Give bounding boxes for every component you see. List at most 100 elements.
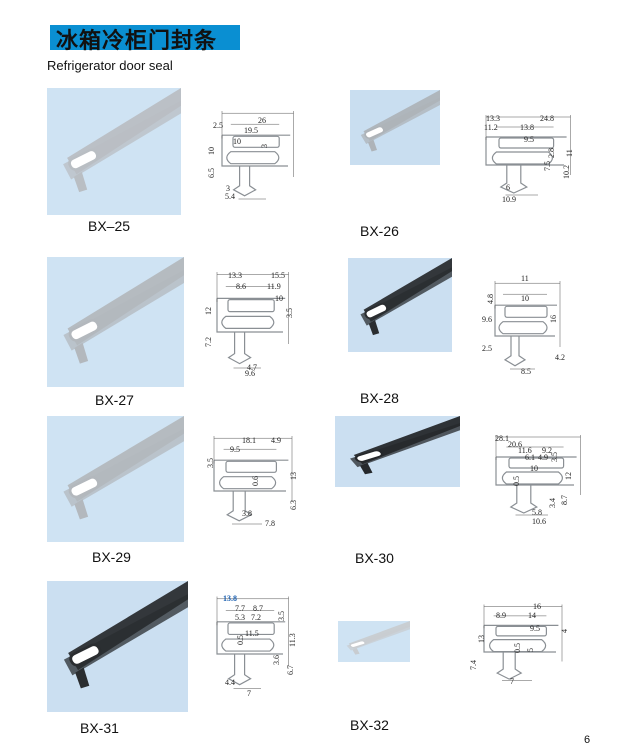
dimension-label: 3 bbox=[260, 144, 269, 148]
profile-outline bbox=[216, 272, 289, 369]
dimension-label: 7.4 bbox=[469, 660, 478, 670]
dimension-label: 0.5 bbox=[236, 635, 245, 645]
profile-outline bbox=[494, 281, 561, 370]
dimension-label: 10 bbox=[275, 294, 283, 303]
seal-photo-image bbox=[63, 416, 184, 520]
product-photo bbox=[47, 88, 181, 215]
dimension-label: 11.2 bbox=[484, 123, 498, 132]
product-photo bbox=[47, 257, 184, 387]
dimension-label: 3.5 bbox=[206, 458, 215, 468]
dimension-label: 28.1 bbox=[495, 434, 509, 443]
product-photo bbox=[47, 416, 184, 542]
dimension-label: 7 bbox=[247, 689, 251, 698]
dimension-label: 3.8 bbox=[242, 509, 252, 518]
profile-outline bbox=[221, 111, 294, 200]
dimension-label: 16 bbox=[533, 602, 541, 611]
dimension-label: 2.8 bbox=[547, 148, 556, 158]
dimension-label: 18.1 bbox=[242, 436, 256, 445]
dimension-label: 7.2 bbox=[251, 613, 261, 622]
dimension-label: 10.2 bbox=[562, 165, 571, 179]
dimension-label: 4.4 bbox=[225, 678, 235, 687]
profile-outline bbox=[485, 115, 571, 196]
dimension-label: 10.6 bbox=[532, 517, 546, 526]
dimension-label: 20.6 bbox=[508, 440, 522, 449]
dimension-label: 10 bbox=[521, 294, 529, 303]
dimension-label: 7.7 bbox=[235, 604, 245, 613]
dimension-label: 10 bbox=[207, 147, 216, 155]
dimension-label: 3.4 bbox=[548, 498, 557, 508]
dimension-label: 8.5 bbox=[521, 367, 531, 376]
dimension-label: 5.8 bbox=[532, 508, 542, 517]
model-label: BX-29 bbox=[92, 549, 131, 565]
dimension-label: 10 bbox=[233, 137, 241, 146]
profile-outline bbox=[495, 435, 581, 516]
dimension-label: 3 bbox=[226, 184, 230, 193]
profile-outline bbox=[213, 436, 293, 525]
dimension-label: 6.5 bbox=[207, 168, 216, 178]
page-subtitle: Refrigerator door seal bbox=[47, 58, 173, 73]
model-label: BX-31 bbox=[80, 720, 119, 736]
dimension-label: 9.6 bbox=[482, 315, 492, 324]
dimension-label: 0.6 bbox=[251, 476, 260, 486]
model-label: BX-30 bbox=[355, 550, 394, 566]
dimension-label: 3.5 bbox=[277, 611, 286, 621]
dimension-label: 4.8 bbox=[486, 294, 495, 304]
dimension-label: 4.2 bbox=[555, 353, 565, 362]
dimension-label: 4 bbox=[560, 629, 569, 633]
dimension-label: 9.6 bbox=[245, 369, 255, 378]
dimension-label: 26 bbox=[258, 116, 266, 125]
dimension-label: 7 bbox=[510, 677, 514, 686]
dimension-label: 12 bbox=[564, 472, 573, 480]
product-photo bbox=[47, 581, 188, 712]
dimension-label: 13.3 bbox=[486, 114, 500, 123]
dimension-label: 13.8 bbox=[223, 594, 237, 603]
dimension-label: 13 bbox=[477, 635, 486, 643]
dimension-label: 16 bbox=[549, 315, 558, 323]
page-number: 6 bbox=[584, 734, 591, 746]
dimension-label: 4.9 bbox=[538, 453, 548, 462]
seal-photo-image bbox=[350, 416, 460, 475]
dimension-label: 7.2 bbox=[204, 337, 213, 347]
dimension-label: 13 bbox=[289, 472, 298, 480]
dimension-label: 0.5 bbox=[512, 476, 521, 486]
dimension-label: 13.8 bbox=[520, 123, 534, 132]
dimension-label: 8.7 bbox=[253, 604, 263, 613]
dimension-label: 15.5 bbox=[271, 271, 285, 280]
dimension-label: 9.2 bbox=[542, 446, 552, 455]
seal-photo-image bbox=[360, 90, 440, 152]
dimension-label: 24.8 bbox=[540, 114, 554, 123]
dimension-label: 11.5 bbox=[245, 629, 259, 638]
dimension-label: 3.6 bbox=[272, 655, 281, 665]
dimension-label: 6.1 bbox=[525, 453, 535, 462]
seal-photo-image bbox=[360, 258, 452, 336]
dimension-label: 4.7 bbox=[247, 363, 257, 372]
dimension-label: 11 bbox=[521, 274, 529, 283]
dimension-label: 5.3 bbox=[235, 613, 245, 622]
seal-photo-image bbox=[63, 581, 188, 689]
dimension-label: 13.3 bbox=[228, 271, 242, 280]
model-label: BX-27 bbox=[95, 392, 134, 408]
model-label: BX-26 bbox=[360, 223, 399, 239]
dimension-label: 3.5 bbox=[285, 308, 294, 318]
dimension-label: 9.5 bbox=[530, 624, 540, 633]
dimension-label: 2.5 bbox=[213, 121, 223, 130]
dimension-label: 9.5 bbox=[230, 445, 240, 454]
dimension-label: 11.3 bbox=[288, 633, 297, 647]
product-photo bbox=[348, 258, 452, 352]
profile-outline bbox=[216, 596, 289, 689]
dimension-label: 9.5 bbox=[524, 135, 534, 144]
dimension-label: 5 bbox=[526, 648, 535, 652]
dimension-label: 8.6 bbox=[236, 282, 246, 291]
model-label: BX-28 bbox=[360, 390, 399, 406]
profile-outline bbox=[483, 604, 563, 681]
dimension-label: 6 bbox=[506, 183, 510, 192]
dimension-label: 5.4 bbox=[225, 192, 235, 201]
